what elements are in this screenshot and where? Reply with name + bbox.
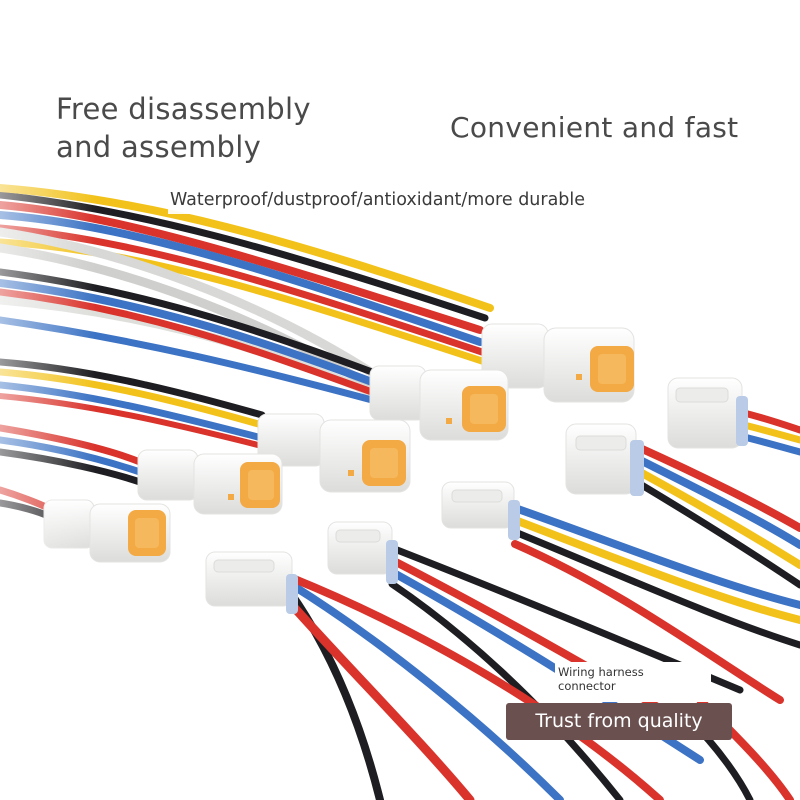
product-tag-text: Wiring harness connector	[558, 665, 644, 693]
headline-left-line1: Free disassembly	[56, 92, 311, 126]
product-tag-line1: Wiring harness	[558, 665, 644, 679]
headline-right: Convenient and fast	[450, 111, 739, 144]
headline-left-line2: and assembly	[56, 130, 262, 164]
headline-left: Free disassembly and assembly	[56, 90, 311, 166]
product-tag-line2: connector	[558, 679, 616, 693]
quality-badge: Trust from quality	[506, 703, 732, 740]
product-tag-card: Wiring harness connector	[555, 662, 711, 702]
subheadline: Waterproof/dustproof/antioxidant/more du…	[168, 186, 640, 214]
